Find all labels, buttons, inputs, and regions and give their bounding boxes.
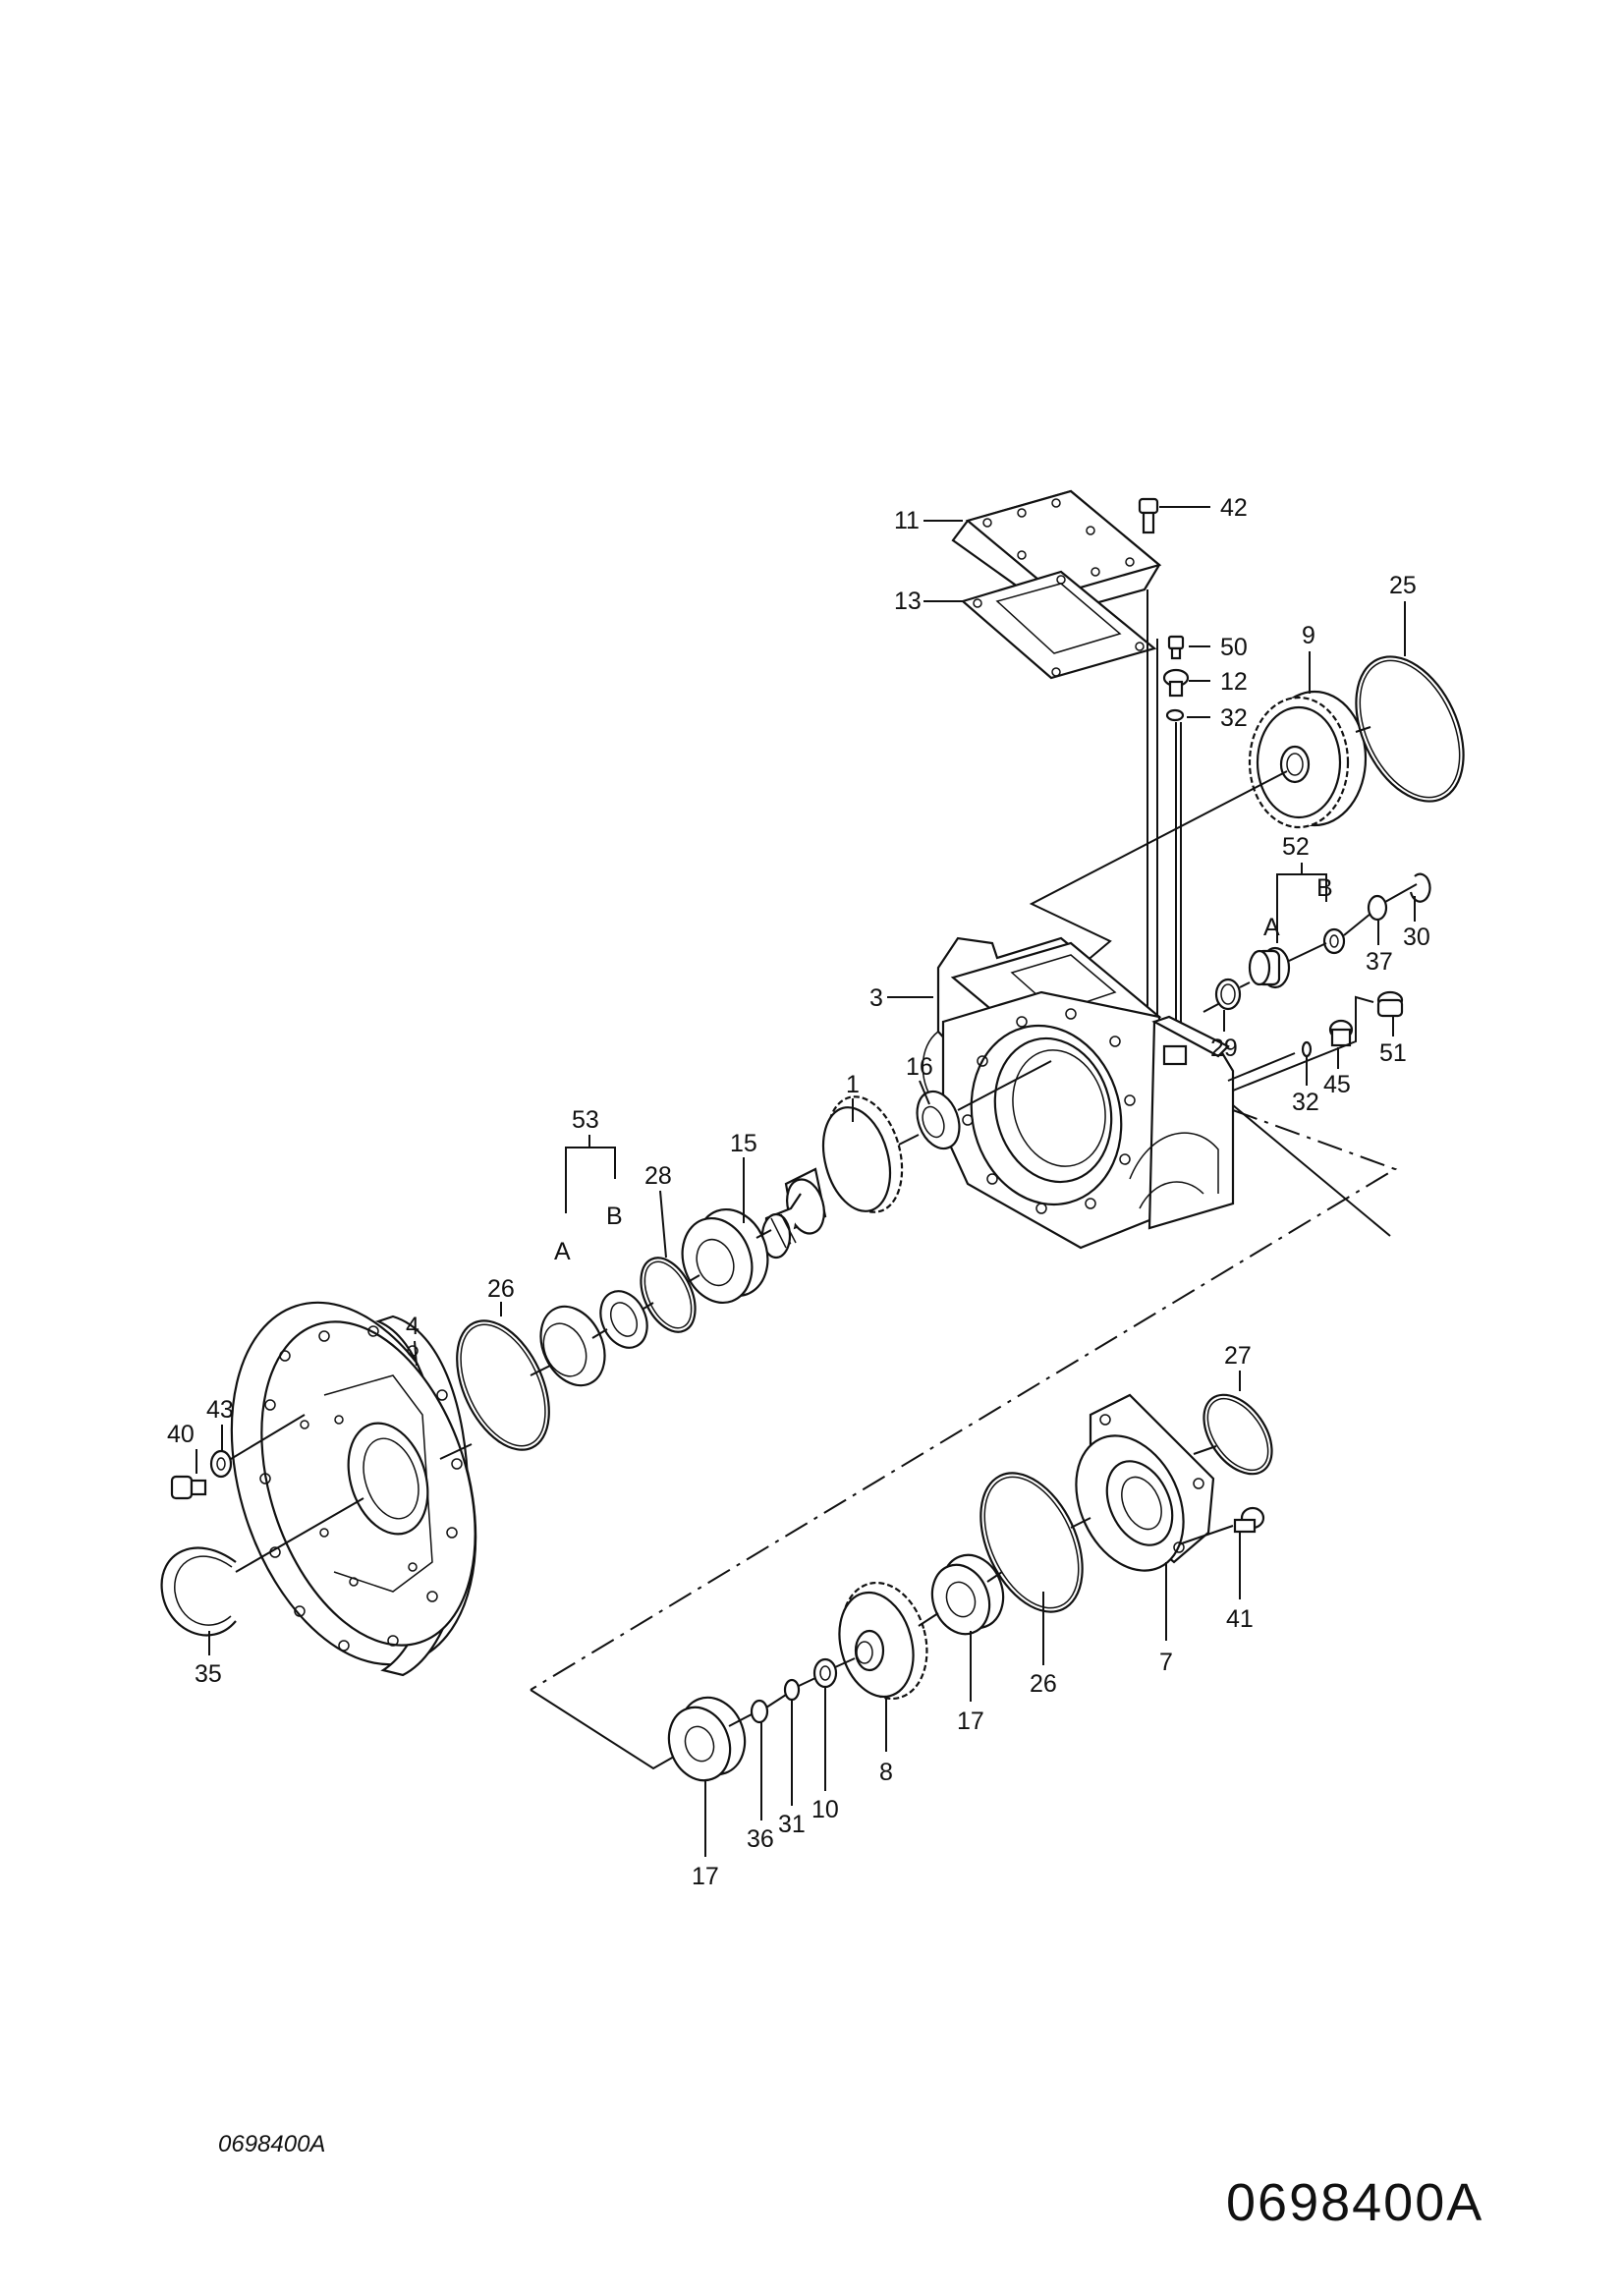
gear-9 (1248, 690, 1368, 829)
callout-13: 13 (894, 588, 922, 615)
callout-26-left: 26 (487, 1275, 515, 1303)
bearing-15 (681, 1207, 769, 1305)
o-ring-28 (640, 1257, 697, 1333)
callout-45: 45 (1323, 1071, 1351, 1098)
bolt-41 (1233, 1506, 1265, 1534)
callout-43: 43 (206, 1396, 234, 1424)
callout-8: 8 (879, 1759, 893, 1786)
bearing-17-upper (930, 1553, 1005, 1636)
bearing-17-lower (667, 1696, 747, 1782)
reference-code-small: 0698400A (218, 2131, 325, 2157)
collar-10 (812, 1657, 838, 1689)
snap-ring-36 (750, 1699, 769, 1724)
callout-4: 4 (406, 1313, 419, 1340)
callout-42: 42 (1220, 494, 1248, 522)
housing-3 (922, 936, 1235, 1250)
callout-37: 37 (1366, 948, 1393, 976)
callout-17-lower: 17 (692, 1863, 719, 1890)
callout-3: 3 (869, 984, 883, 1012)
callout-52: 52 (1282, 833, 1310, 861)
callout-50: 50 (1220, 634, 1248, 661)
callout-25: 25 (1389, 572, 1417, 599)
callout-7: 7 (1159, 1649, 1173, 1676)
callout-32-side: 32 (1292, 1089, 1319, 1116)
o-ring-26-right (979, 1472, 1084, 1613)
bolt-40 (170, 1475, 207, 1500)
callout-1: 1 (846, 1071, 860, 1098)
o-ring-25 (1355, 655, 1465, 803)
callout-27: 27 (1224, 1342, 1252, 1370)
plug-45 (1328, 1019, 1354, 1047)
callout-31: 31 (778, 1811, 806, 1838)
callout-53: 53 (572, 1106, 599, 1134)
o-ring-31 (783, 1678, 801, 1702)
callout-16: 16 (906, 1053, 933, 1081)
callout-36: 36 (747, 1825, 774, 1853)
cover-7 (1075, 1393, 1215, 1572)
gasket-13 (960, 570, 1157, 680)
seal-assembly-52 (1203, 872, 1431, 1013)
o-ring-32-side (1301, 1040, 1313, 1058)
plug-50 (1167, 635, 1185, 660)
callout-40: 40 (167, 1421, 195, 1448)
callout-26-right: 26 (1030, 1670, 1057, 1698)
callout-52-b: B (1316, 874, 1333, 902)
gear-1-shaft (760, 1095, 904, 1260)
cover-4 (230, 1301, 477, 1677)
callout-labels: 11 13 42 50 12 32 25 9 52 A B 30 37 3 29… (167, 494, 1430, 1890)
plug-51 (1376, 990, 1404, 1018)
snap-ring-35 (160, 1546, 237, 1637)
callout-28: 28 (644, 1162, 672, 1190)
callout-12: 12 (1220, 668, 1248, 696)
callout-52-a: A (1263, 914, 1280, 941)
bearing-16 (916, 1090, 961, 1150)
gear-8 (838, 1581, 928, 1701)
callout-53-b: B (606, 1203, 623, 1230)
callout-53-a: A (554, 1238, 571, 1265)
callout-51: 51 (1379, 1039, 1407, 1067)
callout-11: 11 (894, 507, 920, 534)
callout-41: 41 (1226, 1605, 1254, 1633)
callout-29: 29 (1210, 1035, 1238, 1062)
callout-17-upper: 17 (957, 1708, 984, 1735)
seal-assembly-53 (539, 1290, 648, 1387)
callout-35: 35 (195, 1660, 222, 1688)
o-ring-26-left (456, 1319, 550, 1451)
washer-43 (209, 1449, 233, 1479)
o-ring-32-top (1165, 708, 1185, 722)
callout-15: 15 (730, 1130, 757, 1157)
callout-32-top: 32 (1220, 704, 1248, 732)
leader-lines (196, 506, 1416, 1857)
callout-9: 9 (1302, 622, 1315, 649)
reference-code-large: 0698400A (1226, 2173, 1483, 2232)
callout-30: 30 (1403, 924, 1430, 951)
bolt-42 (1138, 497, 1159, 534)
plug-12 (1162, 668, 1190, 698)
callout-10: 10 (811, 1796, 839, 1823)
o-ring-27 (1203, 1393, 1273, 1476)
